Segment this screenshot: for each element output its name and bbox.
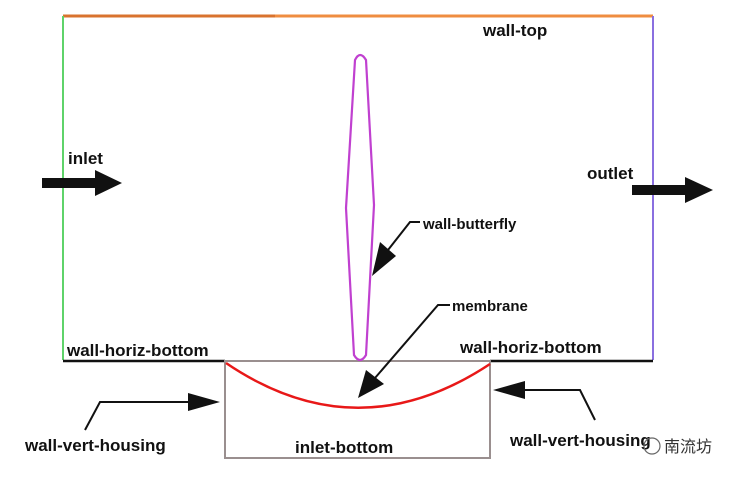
inlet-arrow-icon: [42, 170, 122, 196]
watermark: 南流坊: [643, 437, 712, 456]
watermark-text: 南流坊: [664, 437, 712, 456]
wall-vert-housing-right-pointer-icon: [493, 381, 596, 421]
wall-butterfly-pointer-icon: [372, 221, 420, 276]
membrane-label: membrane: [452, 298, 528, 315]
wall-butterfly-label: wall-butterfly: [422, 216, 517, 233]
butterfly-disc: [344, 53, 376, 362]
wall-vert-housing-left-pointer-icon: [84, 393, 220, 431]
wall-vert-housing-right-label: wall-vert-housing: [509, 431, 651, 450]
inlet-label: inlet: [68, 149, 103, 168]
wall-horiz-bottom-left-label: wall-horiz-bottom: [66, 341, 209, 360]
inlet-bottom-label: inlet-bottom: [295, 438, 393, 457]
wall-top-label: wall-top: [482, 21, 547, 40]
wall-horiz-bottom-right-label: wall-horiz-bottom: [459, 338, 602, 357]
membrane-curve: [225, 361, 491, 409]
outlet-label: outlet: [587, 164, 634, 183]
outlet-arrow-icon: [632, 177, 713, 203]
membrane-pointer-icon: [358, 304, 450, 398]
wall-vert-housing-left-label: wall-vert-housing: [24, 436, 166, 455]
housing-box: [224, 360, 491, 459]
